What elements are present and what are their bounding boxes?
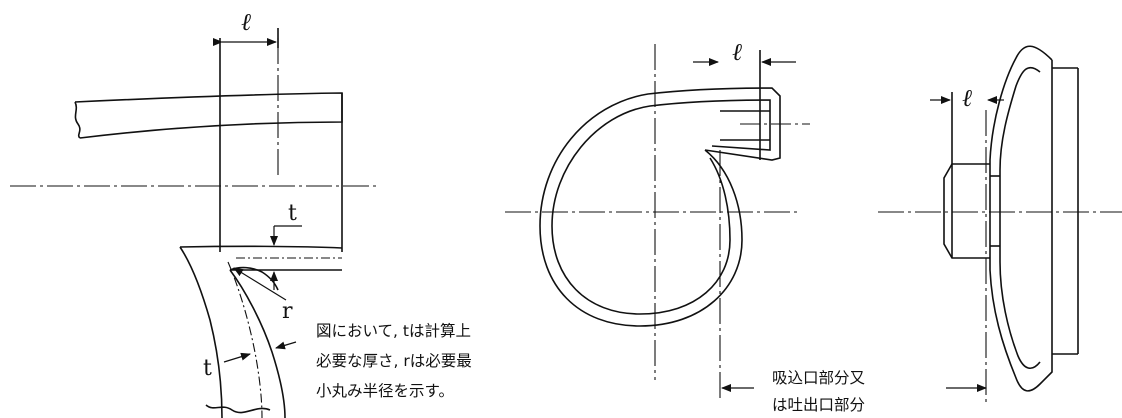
nozzle-inner-wall	[179, 245, 343, 249]
shell-wall-inner	[229, 269, 286, 418]
t-lower-label: t	[203, 356, 212, 381]
r-label: r	[282, 299, 293, 324]
t-lower-dim2	[275, 341, 297, 350]
middle-view-volute	[505, 44, 987, 402]
right-ell-label: ℓ	[962, 84, 972, 112]
pipe-wall-top	[74, 92, 343, 139]
port-label: 吸込口部分又 は吐出口部分	[772, 369, 865, 414]
r-leader	[233, 267, 287, 301]
mid-ell-label: ℓ	[732, 38, 742, 66]
right-view-casing-section	[878, 45, 1122, 402]
shell-wall-fillet	[229, 266, 279, 291]
note-line-2: 必要な厚さ, rは必要最	[316, 352, 472, 370]
note-line-3: 小丸み半径を示す。	[316, 382, 454, 400]
casing-inner	[999, 66, 1041, 369]
note-line-1: 図において, tは計算上	[316, 321, 471, 340]
left-ell-label: ℓ	[241, 8, 251, 36]
t-lower-dim	[223, 352, 251, 363]
casing-outer	[989, 45, 1053, 392]
left-view-nozzle-section	[10, 28, 376, 418]
shell-wall-outer	[179, 246, 223, 418]
note-text: 図において, tは計算上 必要な厚さ, rは必要最 小丸み半径を示す。	[316, 321, 472, 400]
suction-hub	[943, 163, 990, 259]
shell-break-line	[205, 404, 271, 414]
shell-mid-line	[227, 261, 263, 418]
port-label-line-1: 吸込口部分又	[772, 369, 865, 387]
pipe-break-line	[74, 101, 81, 139]
t-upper-label: t	[288, 201, 297, 226]
volute-inner	[551, 99, 771, 315]
volute-outer	[539, 87, 781, 327]
port-label-line-2: は吐出口部分	[772, 396, 865, 414]
